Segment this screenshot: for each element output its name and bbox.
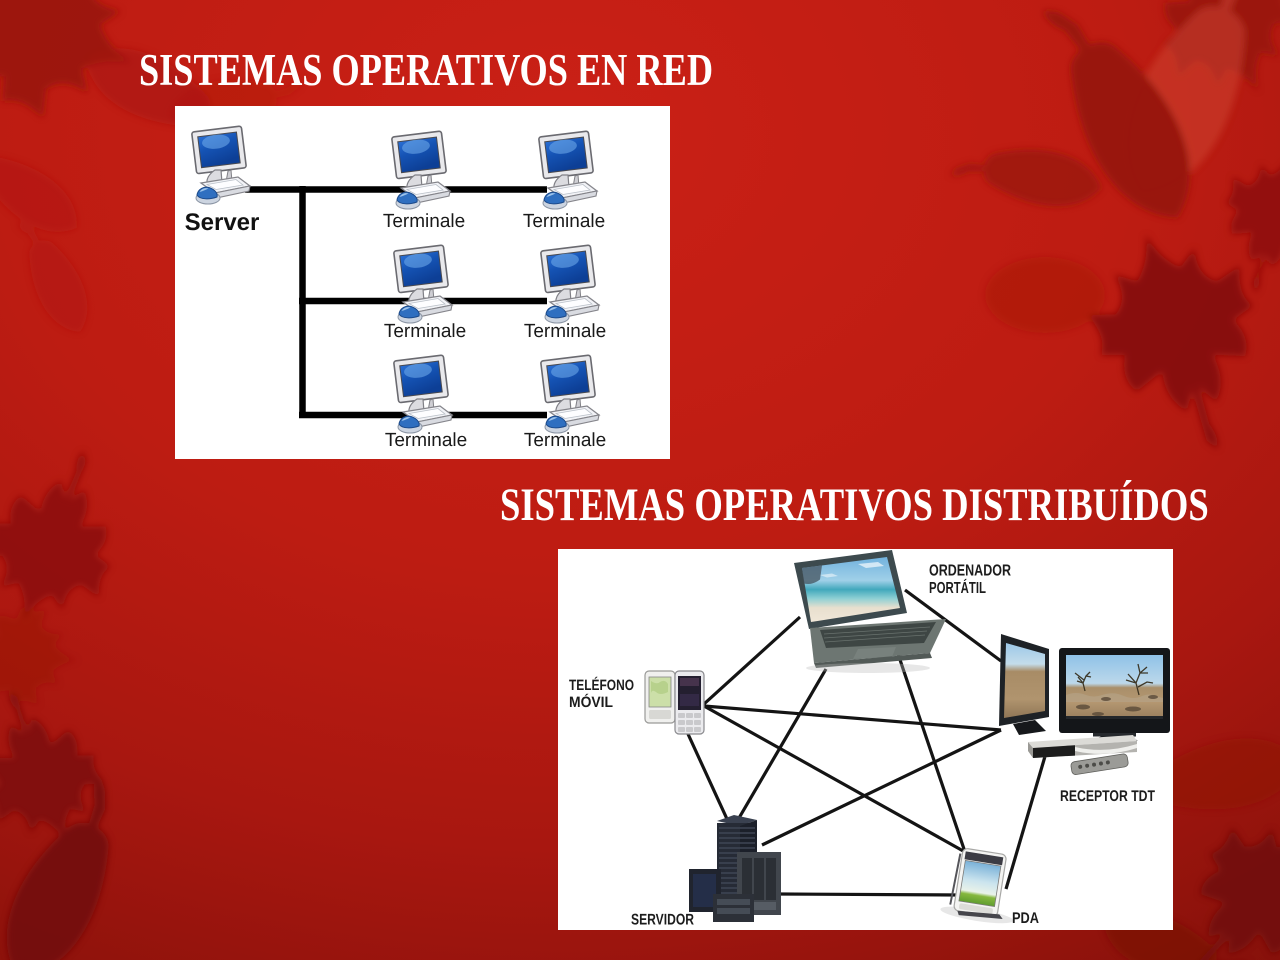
- svg-text:PORTÁTIL: PORTÁTIL: [929, 578, 986, 597]
- svg-text:Terminale: Terminale: [385, 430, 467, 451]
- svg-text:Terminale: Terminale: [383, 211, 465, 232]
- svg-text:RECEPTOR TDT: RECEPTOR TDT: [1060, 788, 1155, 805]
- svg-text:ORDENADOR: ORDENADOR: [929, 563, 1011, 580]
- svg-text:Terminale: Terminale: [524, 430, 606, 451]
- svg-text:PDA: PDA: [1012, 910, 1039, 927]
- svg-text:TELÉFONO: TELÉFONO: [569, 676, 634, 694]
- svg-text:Server: Server: [185, 209, 260, 236]
- svg-text:Terminale: Terminale: [524, 321, 606, 342]
- svg-text:Terminale: Terminale: [384, 321, 466, 342]
- svg-text:Terminale: Terminale: [523, 211, 605, 232]
- svg-text:MÓVIL: MÓVIL: [569, 693, 613, 711]
- svg-text:SERVIDOR: SERVIDOR: [631, 912, 694, 929]
